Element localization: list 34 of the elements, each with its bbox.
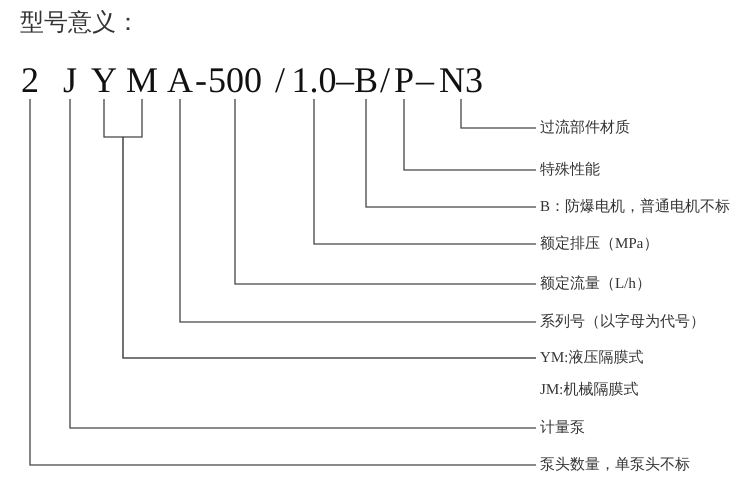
description-text: 泵头数量，单泵头不标 xyxy=(540,456,690,474)
model-code-label: P xyxy=(394,62,414,98)
model-code-label: N3 xyxy=(439,62,483,98)
model-code-label: 2 xyxy=(21,62,39,98)
description-text: JM:机械隔膜式 xyxy=(540,381,640,399)
leader-line xyxy=(313,99,536,245)
model-code-label: J xyxy=(63,62,77,98)
model-code-label: B xyxy=(354,62,378,98)
description-text: 额定流量（L/h） xyxy=(540,275,651,293)
code-separator: – xyxy=(416,62,434,98)
description-text: 过流部件材质 xyxy=(540,119,630,137)
leader-line xyxy=(179,99,536,323)
code-separator: – xyxy=(336,62,354,98)
description-text: YM:液压隔膜式 xyxy=(540,349,644,367)
leader-line xyxy=(234,99,536,285)
description-text: 系列号（以字母为代号） xyxy=(540,313,705,331)
code-separator: / xyxy=(380,62,390,98)
model-code-label: M xyxy=(126,62,158,98)
description-text: B：防爆电机，普通电机不标 xyxy=(540,198,730,216)
leader-line xyxy=(365,99,536,208)
model-code-label: 500 xyxy=(208,62,262,98)
title: 型号意义： xyxy=(20,8,140,38)
code-separator: - xyxy=(195,62,207,98)
leader-line xyxy=(403,99,536,171)
model-code-label: A xyxy=(167,62,193,98)
description-text: 计量泵 xyxy=(540,419,585,437)
leader-line xyxy=(29,99,536,466)
description-text: 特殊性能 xyxy=(540,161,600,179)
leader-line xyxy=(460,99,536,129)
leader-line xyxy=(69,99,536,429)
model-code-label: Y xyxy=(91,62,117,98)
code-separator: / xyxy=(275,62,285,98)
model-code-label: 1.0 xyxy=(292,62,336,98)
description-text: 额定排压（MPa） xyxy=(540,235,658,253)
